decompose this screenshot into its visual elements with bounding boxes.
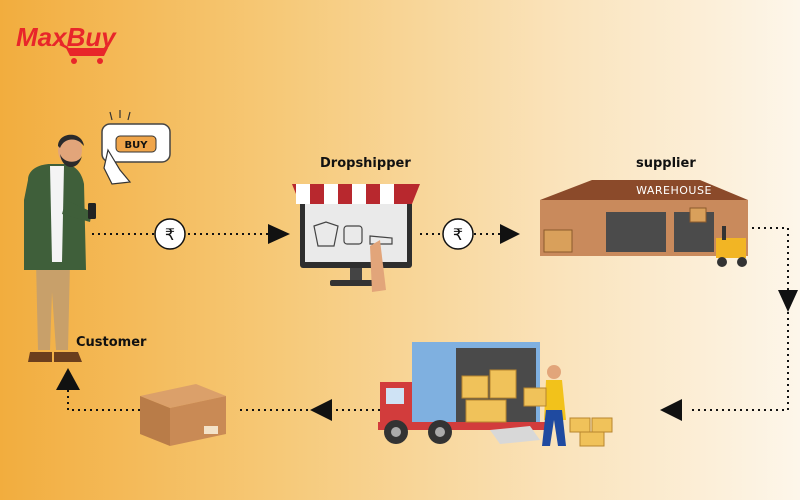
handbag-icon — [343, 225, 363, 245]
pointing-hand-icon — [370, 240, 386, 292]
maxbuy-logo: MaxBuy — [16, 22, 117, 64]
storefront-icon — [292, 184, 420, 292]
forklift-icon — [716, 226, 747, 267]
arrow-right-icon — [268, 224, 290, 244]
arrow-right-icon — [500, 224, 520, 244]
delivery-worker-icon — [523, 365, 566, 446]
arrow-left-icon — [660, 399, 682, 421]
delivery-truck-icon — [378, 342, 546, 444]
arrow-left-icon — [310, 399, 332, 421]
rupee-coin-icon: ₹ — [154, 218, 186, 250]
rupee-coin-icon: ₹ — [442, 218, 474, 250]
connector-parcel-to-customer — [67, 380, 140, 411]
warehouse-sign: WAREHOUSE — [636, 184, 712, 197]
shirt-icon — [313, 221, 339, 247]
rupee-symbol: ₹ — [165, 225, 175, 244]
buy-label: BUY — [125, 140, 149, 151]
dropshipper-label: Dropshipper — [320, 156, 411, 171]
parcel-stack-icon — [569, 417, 613, 447]
parcel-box-icon — [140, 384, 226, 446]
click-sparkle-icon — [109, 110, 131, 121]
arrow-down-icon — [778, 290, 798, 312]
buy-button-illustration: BUY — [101, 110, 171, 185]
connector-supplier-to-truck — [690, 227, 789, 411]
warehouse-icon: WAREHOUSE — [540, 180, 748, 256]
supplier-label: supplier — [636, 156, 696, 171]
pointing-hand-icon — [103, 148, 132, 185]
customer-figure — [24, 134, 96, 362]
arrow-up-icon — [56, 368, 80, 390]
shopping-cart-icon — [59, 42, 108, 64]
shoe-icon — [369, 235, 393, 245]
customer-label: Customer — [76, 335, 147, 350]
rupee-symbol: ₹ — [453, 225, 463, 244]
